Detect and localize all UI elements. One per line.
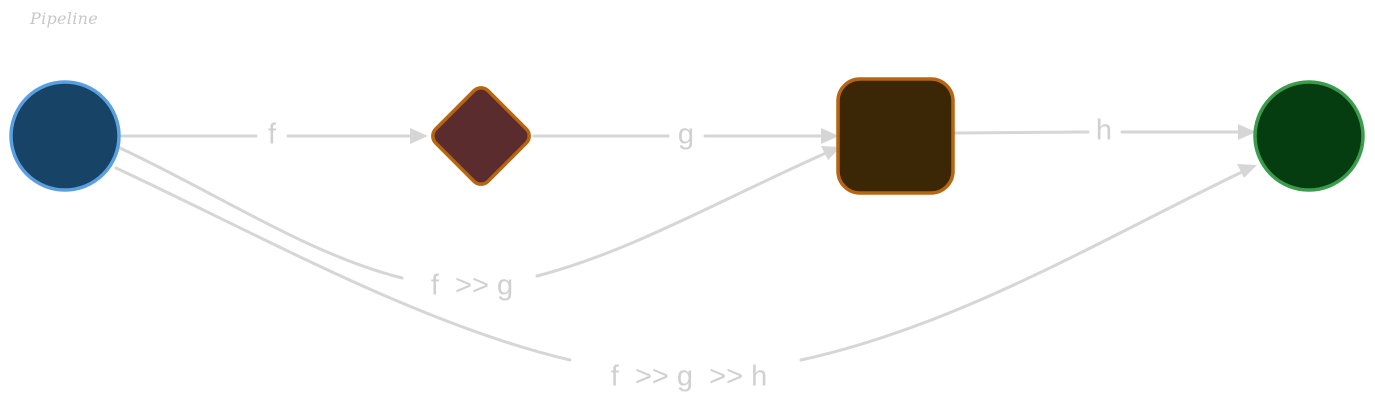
arrowhead-f-g-h xyxy=(1237,164,1257,178)
edge-f-g xyxy=(118,146,404,280)
edge-f-g-tail xyxy=(535,151,828,278)
edge-label-h: h xyxy=(1096,115,1112,147)
arrowhead-f xyxy=(410,128,428,144)
edge-h xyxy=(953,130,1090,135)
edge-label-f-g-h: f >> g >> h xyxy=(611,361,767,393)
edge-label-f: f xyxy=(268,119,277,151)
edge-f-g-h xyxy=(114,166,572,362)
arrowhead-f-g xyxy=(821,146,841,160)
start-node xyxy=(9,80,121,192)
arrowhead-g xyxy=(821,128,839,144)
arrowhead-h xyxy=(1238,124,1256,140)
diagram-title: Pipeline xyxy=(30,9,99,28)
end-node xyxy=(1253,80,1365,192)
square-node xyxy=(836,77,955,195)
edge-label-f-g: f >> g xyxy=(431,270,513,302)
edge-label-g: g xyxy=(678,119,694,151)
diamond-node xyxy=(431,86,531,186)
edge-f-g-h-tail xyxy=(799,170,1244,362)
